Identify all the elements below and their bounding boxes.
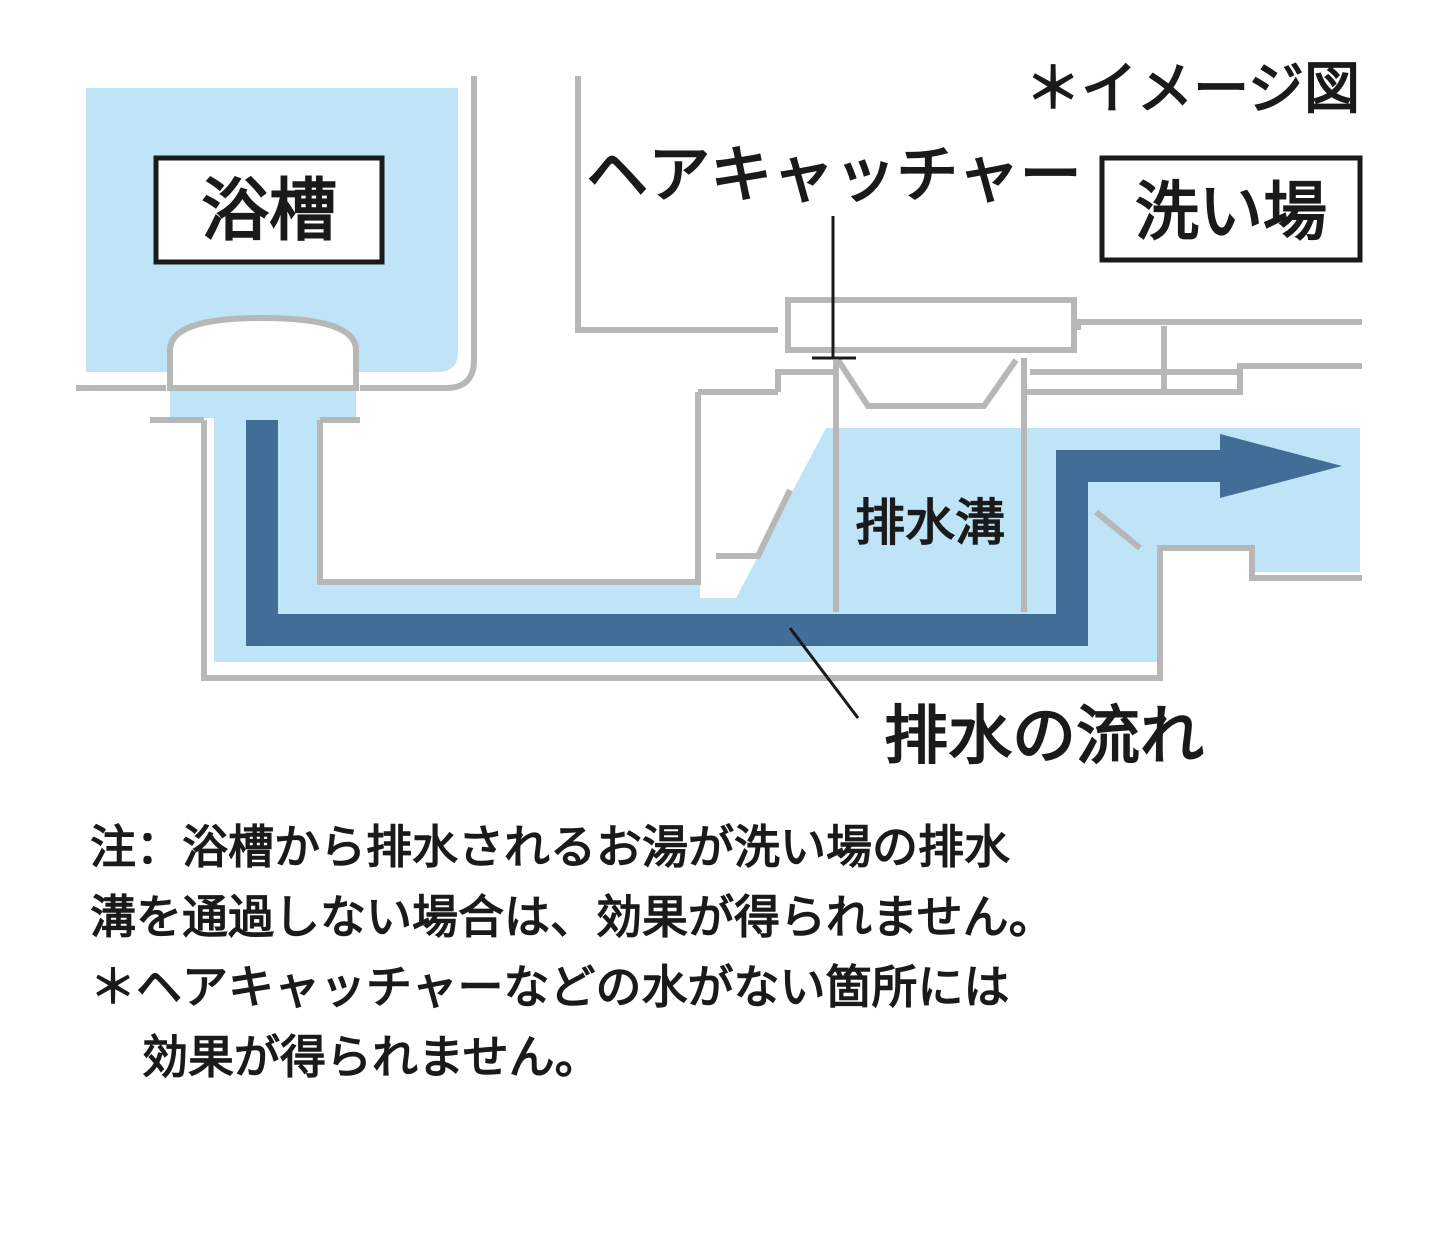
pipe-inner-outline — [150, 392, 701, 585]
notes: 注：浴槽から排水されるお湯が洗い場の排水 溝を通過しない場合は、効果が得られませ… — [90, 812, 1410, 1092]
drain-channel-label: 排水溝 — [855, 494, 1005, 552]
image-note: ＊イメージ図 — [1025, 57, 1360, 122]
washing-area-wall — [575, 76, 838, 395]
drain-flow-arrow — [246, 420, 1222, 646]
hair-catcher-basket — [835, 358, 1019, 409]
drain-flow-label: 排水の流れ — [884, 700, 1204, 774]
note-line-4: 効果が得られません。 — [142, 1030, 601, 1084]
drain-slope — [716, 488, 1142, 559]
note-line-1: 注：浴槽から排水されるお湯が洗い場の排水 — [90, 820, 1010, 874]
drain-channel-walls — [833, 358, 1027, 612]
note-line-3: ＊ヘアキャッチャーなどの水がない箇所には — [90, 960, 1010, 1014]
washing-area-label: 洗い場 — [1135, 176, 1327, 250]
bathtub-label: 浴槽 — [201, 172, 337, 251]
bathtub-label-box — [153, 155, 385, 265]
washing-area-label-box — [1099, 155, 1363, 263]
drain-flow-leader — [788, 627, 860, 719]
drain-flow-arrowhead — [1220, 434, 1342, 498]
washing-area-floor — [1024, 319, 1362, 395]
drain-plug — [167, 314, 359, 391]
bathtub-wall — [76, 76, 477, 391]
drainage-diagram: 浴槽 洗い場 ＊イメージ図 ヘアキャッチャー 排水溝 排水の流れ — [76, 57, 1363, 774]
hair-catcher-label: ヘアキャッチャー — [586, 138, 1081, 211]
note-line-2: 溝を通過しない場合は、効果が得られません。 — [90, 890, 1055, 944]
hair-catcher-lid — [785, 297, 1077, 353]
pipe-outline — [201, 420, 1362, 681]
